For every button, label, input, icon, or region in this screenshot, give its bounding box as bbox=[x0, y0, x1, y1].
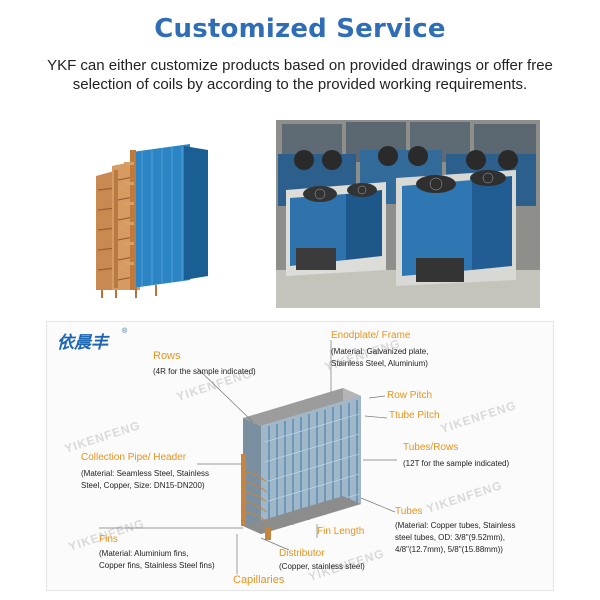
label-tubes-desc-1: (Material: Copper tubes, Stainless bbox=[395, 521, 516, 530]
label-distributor-title: Distributor bbox=[279, 548, 325, 559]
intro-text: YKF can either customize products based … bbox=[47, 57, 553, 93]
label-endplate-desc-2: Stainless Steel, Aluminium) bbox=[331, 359, 428, 368]
label-endplate-title: Enodplate/ Frame bbox=[331, 330, 411, 341]
label-tubes-title: Tubes bbox=[395, 506, 423, 517]
label-rows-desc: (4R for the sample indicated) bbox=[153, 367, 256, 376]
label-fins-desc-1: (Material: Aluminium fins, bbox=[99, 549, 189, 558]
brand-logo: 依晨丰 ® bbox=[57, 328, 128, 353]
condensing-units-photo bbox=[276, 120, 540, 308]
label-fin-length: Fin Length bbox=[317, 526, 365, 537]
label-tubes-rows-title: Tubes/Rows bbox=[403, 442, 459, 453]
coil-illustration bbox=[99, 340, 397, 574]
label-header-title: Collection Pipe/ Header bbox=[81, 452, 187, 463]
coil-structure-diagram: YIKENFENG YIKENFENG YIKENFENG YIKENFENG … bbox=[46, 321, 554, 591]
coil-product-photo bbox=[86, 140, 226, 300]
label-header-desc-1: (Material: Seamless Steel, Stainless bbox=[81, 469, 210, 478]
label-tubes-rows-desc: (12T for the sample indicated) bbox=[403, 459, 510, 468]
label-rows-title: Rows bbox=[153, 350, 181, 362]
label-endplate-desc-1: (Material: Galvanized plate, bbox=[331, 347, 429, 356]
label-fins-title: Fins bbox=[99, 534, 118, 545]
label-fins-desc-2: Copper fins, Stainless Steel fins) bbox=[99, 561, 215, 570]
label-distributor-desc: (Copper, stainless steel) bbox=[279, 562, 365, 571]
label-tube-pitch: Ttube Pitch bbox=[389, 410, 440, 421]
label-tubes-desc-2: steel tubes, OD: 3/8"(9.52mm), bbox=[395, 533, 505, 542]
label-capillaries: Capillaries bbox=[233, 574, 285, 586]
page-title: Customized Service bbox=[154, 14, 446, 44]
label-header-desc-2: Steel, Copper, Size: DN15-DN200) bbox=[81, 481, 205, 490]
label-row-pitch: Row Pitch bbox=[387, 390, 433, 401]
label-tubes-desc-3: 4/8"(12.7mm), 5/8"(15.88mm)) bbox=[395, 545, 503, 554]
